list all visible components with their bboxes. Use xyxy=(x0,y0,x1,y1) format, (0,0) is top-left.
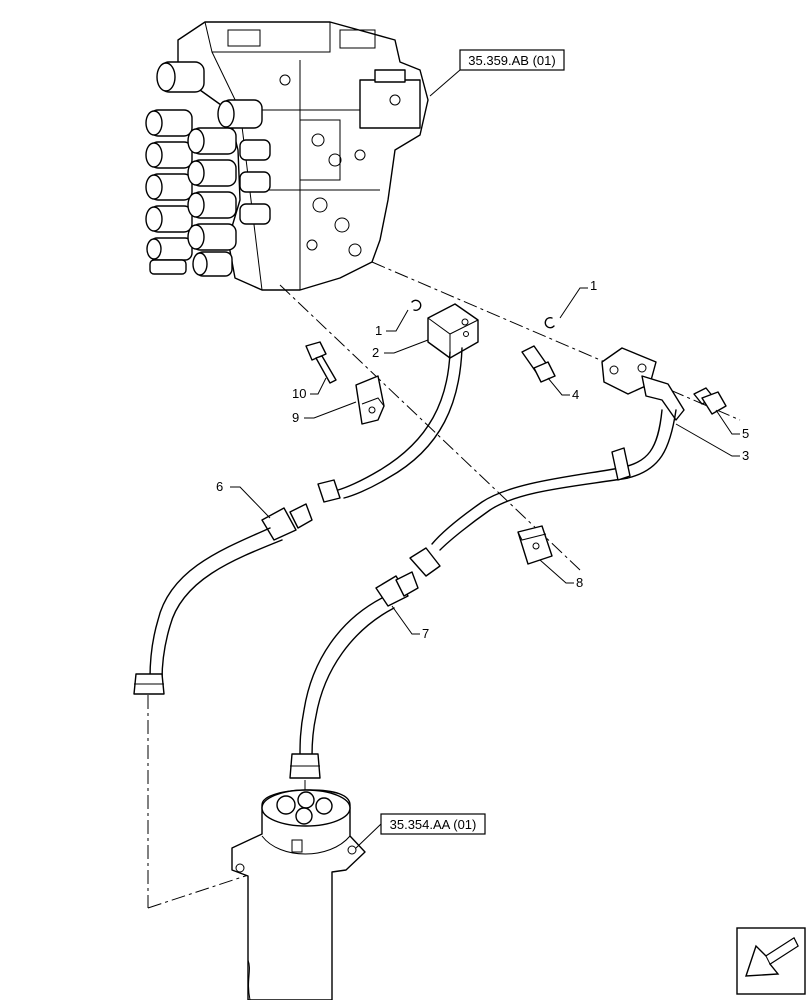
clamp-bracket xyxy=(355,375,385,425)
reference-label-upper[interactable]: 35.359.AB (01) xyxy=(468,53,555,68)
steel-pipe-3 xyxy=(409,375,685,577)
callout-2: 2 xyxy=(372,345,379,360)
flange-block xyxy=(427,303,479,359)
leader-reference-lower xyxy=(355,823,382,849)
callout-3: 3 xyxy=(742,448,749,463)
solenoid-stack-left xyxy=(145,61,205,275)
reference-box-upper[interactable]: 35.359.AB (01) xyxy=(459,49,565,71)
solenoid-stack-right xyxy=(187,99,271,277)
callout-1-right: 1 xyxy=(590,278,597,293)
o-ring-right xyxy=(544,316,555,329)
callout-1-left: 1 xyxy=(375,323,382,338)
callout-8: 8 xyxy=(576,575,583,590)
hose-7 xyxy=(289,571,419,779)
bolt-long xyxy=(305,341,337,384)
o-ring-left xyxy=(411,299,422,312)
steel-pipe-2 xyxy=(317,347,463,503)
leader-reference-upper xyxy=(429,69,461,97)
callout-9: 9 xyxy=(292,410,299,425)
hose-6 xyxy=(133,503,313,695)
callout-10: 10 xyxy=(292,386,306,401)
callout-7: 7 xyxy=(422,626,429,641)
callout-6: 6 xyxy=(216,479,223,494)
arrow-nav-icon[interactable] xyxy=(736,927,806,995)
reference-label-lower[interactable]: 35.354.AA (01) xyxy=(390,817,477,832)
flange-bolt xyxy=(693,387,727,415)
spacer-plate xyxy=(517,525,553,565)
swivel-joint xyxy=(231,789,366,1000)
elbow-fitting xyxy=(521,345,556,383)
control-valve-assembly xyxy=(145,21,429,291)
callout-5: 5 xyxy=(742,426,749,441)
center-lines xyxy=(147,261,741,909)
reference-box-lower[interactable]: 35.354.AA (01) xyxy=(380,813,486,835)
callouts: 1 1 2 10 9 4 5 3 6 8 7 xyxy=(216,278,749,641)
callout-4: 4 xyxy=(572,387,579,402)
